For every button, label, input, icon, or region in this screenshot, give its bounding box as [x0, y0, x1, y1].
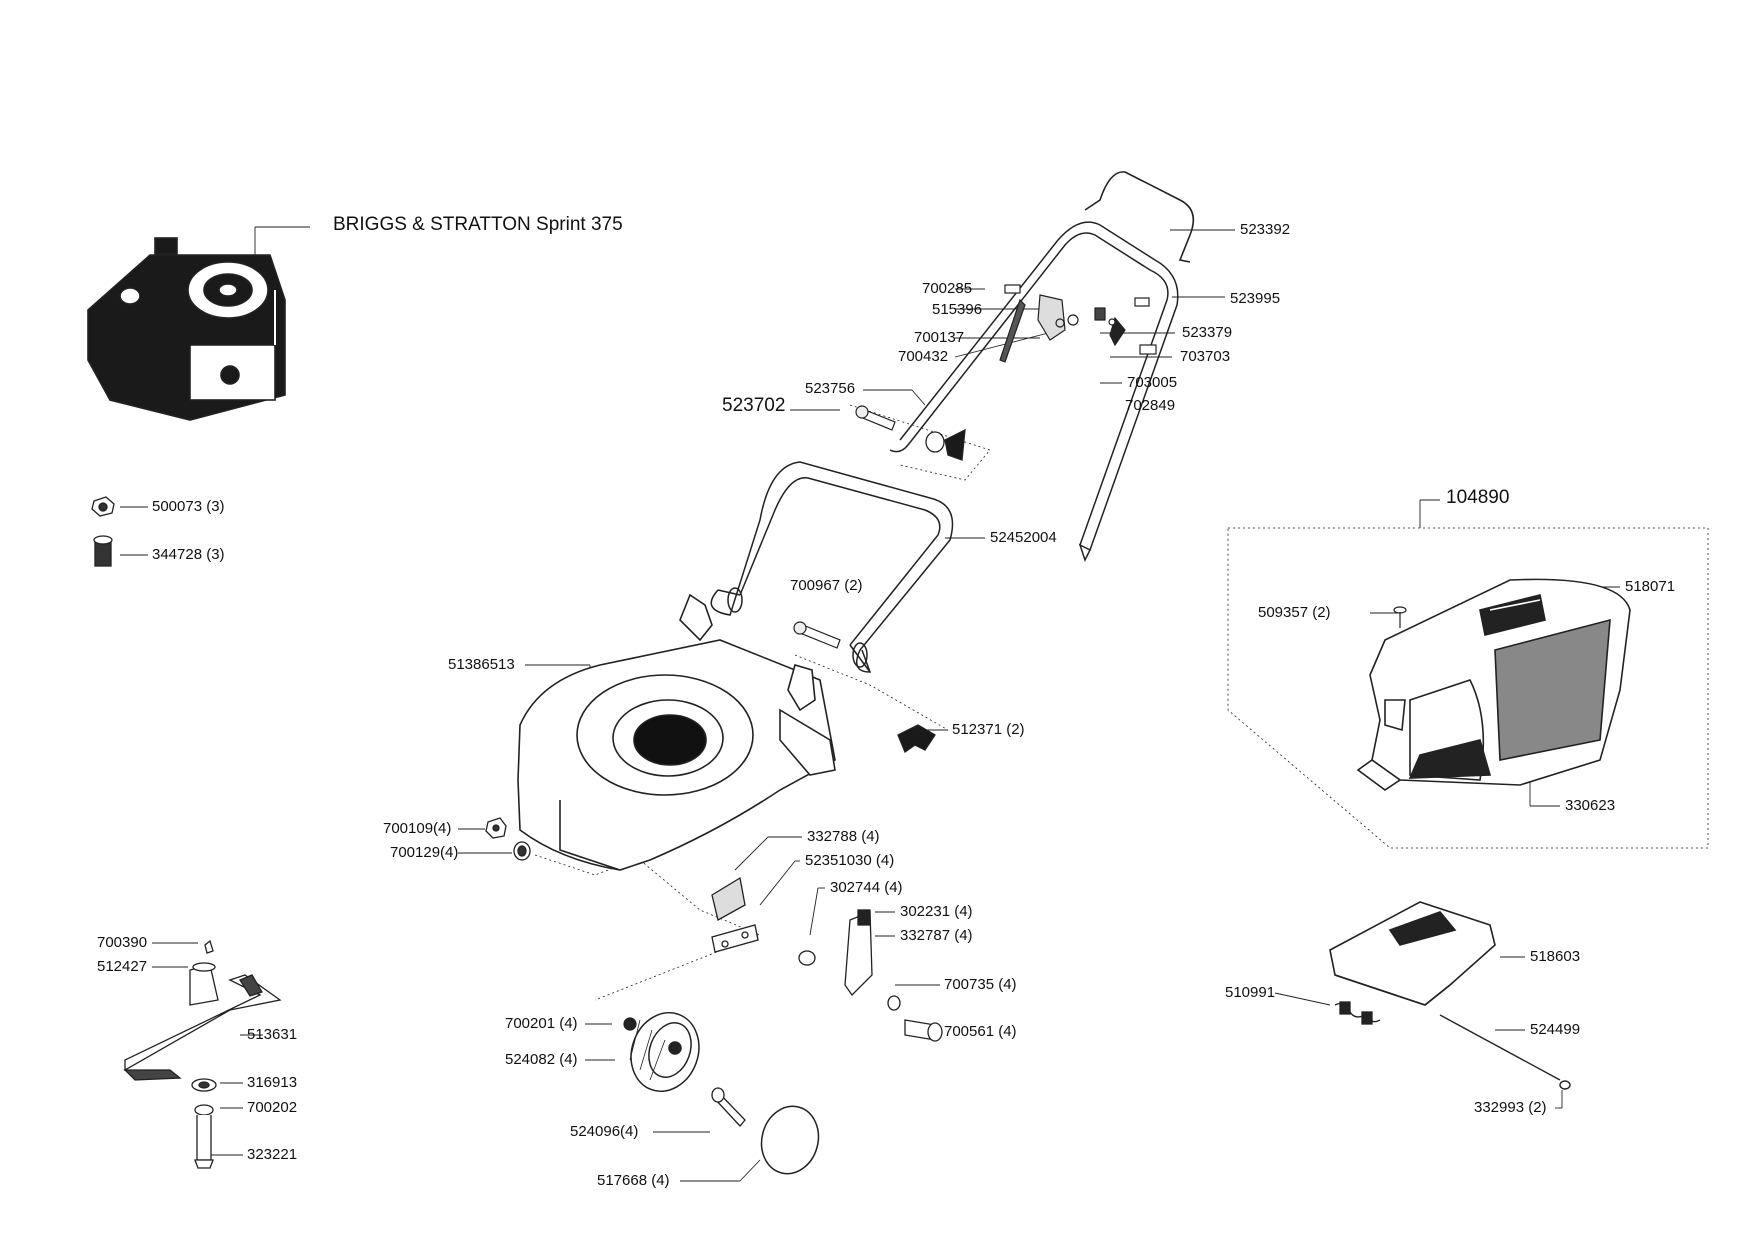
part-523756-label: 523756 [805, 380, 856, 397]
part-518071-label: 518071 [1625, 578, 1676, 595]
upper-handle [889, 221, 1179, 562]
part-700432-label: 700432 [898, 348, 949, 365]
blade-assembly [123, 939, 282, 1169]
lower-handle [710, 461, 954, 673]
part-500073-label: 500073 (3) [152, 498, 225, 515]
part-52351030-label: 52351030 (4) [805, 852, 895, 869]
spring-510991 [1334, 1001, 1381, 1025]
part-700967-label: 700967 (2) [790, 577, 863, 594]
part-51386513-label: 51386513 [448, 656, 515, 673]
part-700735-label: 700735 (4) [944, 976, 1017, 993]
engine-label: BRIGGS & STRATTON Sprint 375 [333, 214, 623, 235]
part-700201-label: 700201 (4) [505, 1015, 578, 1032]
part-332993-label: 332993 (2) [1474, 1099, 1547, 1116]
height-adjuster [711, 876, 943, 1042]
part-524096-label: 524096(4) [570, 1123, 639, 1140]
part-513631-label: 513631 [247, 1026, 298, 1043]
rod-524499 [1439, 1014, 1571, 1090]
part-700109-label: 700109(4) [383, 820, 452, 837]
part-344728-label: 344728 (3) [152, 546, 225, 563]
part-700202-label: 700202 [247, 1099, 298, 1116]
hubcap-517668 [760, 1105, 820, 1175]
part-517668-label: 517668 (4) [597, 1172, 670, 1189]
part-700137-label: 700137 [914, 329, 965, 346]
part-518603-label: 518603 [1530, 948, 1581, 965]
part-302231-label: 302231 (4) [900, 903, 973, 920]
grass-catcher [1356, 578, 1631, 791]
engine-illustration [87, 237, 286, 421]
part-524082-label: 524082 (4) [505, 1051, 578, 1068]
part-523392-label: 523392 [1240, 221, 1291, 238]
star-washer-700201 [623, 1017, 637, 1031]
part-700285-label: 700285 [922, 280, 973, 297]
part-523702-label: 523702 [722, 395, 786, 416]
part-524499-label: 524499 [1530, 1021, 1581, 1038]
knob-523702 [925, 428, 966, 461]
part-703703-label: 703703 [1180, 348, 1231, 365]
part-703005-label: 703005 [1127, 374, 1178, 391]
part-316913-label: 316913 [247, 1074, 298, 1091]
wheel-524082 [629, 1012, 700, 1092]
handle-bolts [793, 405, 896, 649]
part-323221-label: 323221 [247, 1146, 298, 1163]
part-510991-label: 510991 [1225, 984, 1276, 1001]
bail-bar [1084, 171, 1195, 263]
part-700561-label: 700561 (4) [944, 1023, 1017, 1040]
part-523995-label: 523995 [1230, 290, 1281, 307]
part-512371-label: 512371 (2) [952, 721, 1025, 738]
deck-nuts [485, 817, 531, 861]
rear-flap-518603 [1329, 901, 1496, 1006]
part-515396-label: 515396 [932, 301, 983, 318]
part-104890-label: 104890 [1446, 487, 1510, 508]
part-302744-label: 302744 (4) [830, 879, 903, 896]
nut-500073 [91, 496, 115, 517]
part-52452004-label: 52452004 [990, 529, 1057, 546]
part-330623-label: 330623 [1565, 797, 1616, 814]
part-702849-label: 702849 [1125, 397, 1176, 414]
part-523379-label: 523379 [1182, 324, 1233, 341]
mower-deck [517, 593, 836, 871]
part-332788-label: 332788 (4) [807, 828, 880, 845]
part-509357-label: 509357 (2) [1258, 604, 1331, 621]
screw-509357 [1393, 606, 1407, 628]
knob-512371 [897, 724, 936, 753]
part-512427-label: 512427 [97, 958, 148, 975]
screw-344728 [93, 535, 113, 567]
part-332787-label: 332787 (4) [900, 927, 973, 944]
axle-bolt-524096 [711, 1087, 746, 1127]
part-700390-label: 700390 [97, 934, 148, 951]
part-700129-label: 700129(4) [390, 844, 459, 861]
throttle-control [999, 284, 1157, 363]
